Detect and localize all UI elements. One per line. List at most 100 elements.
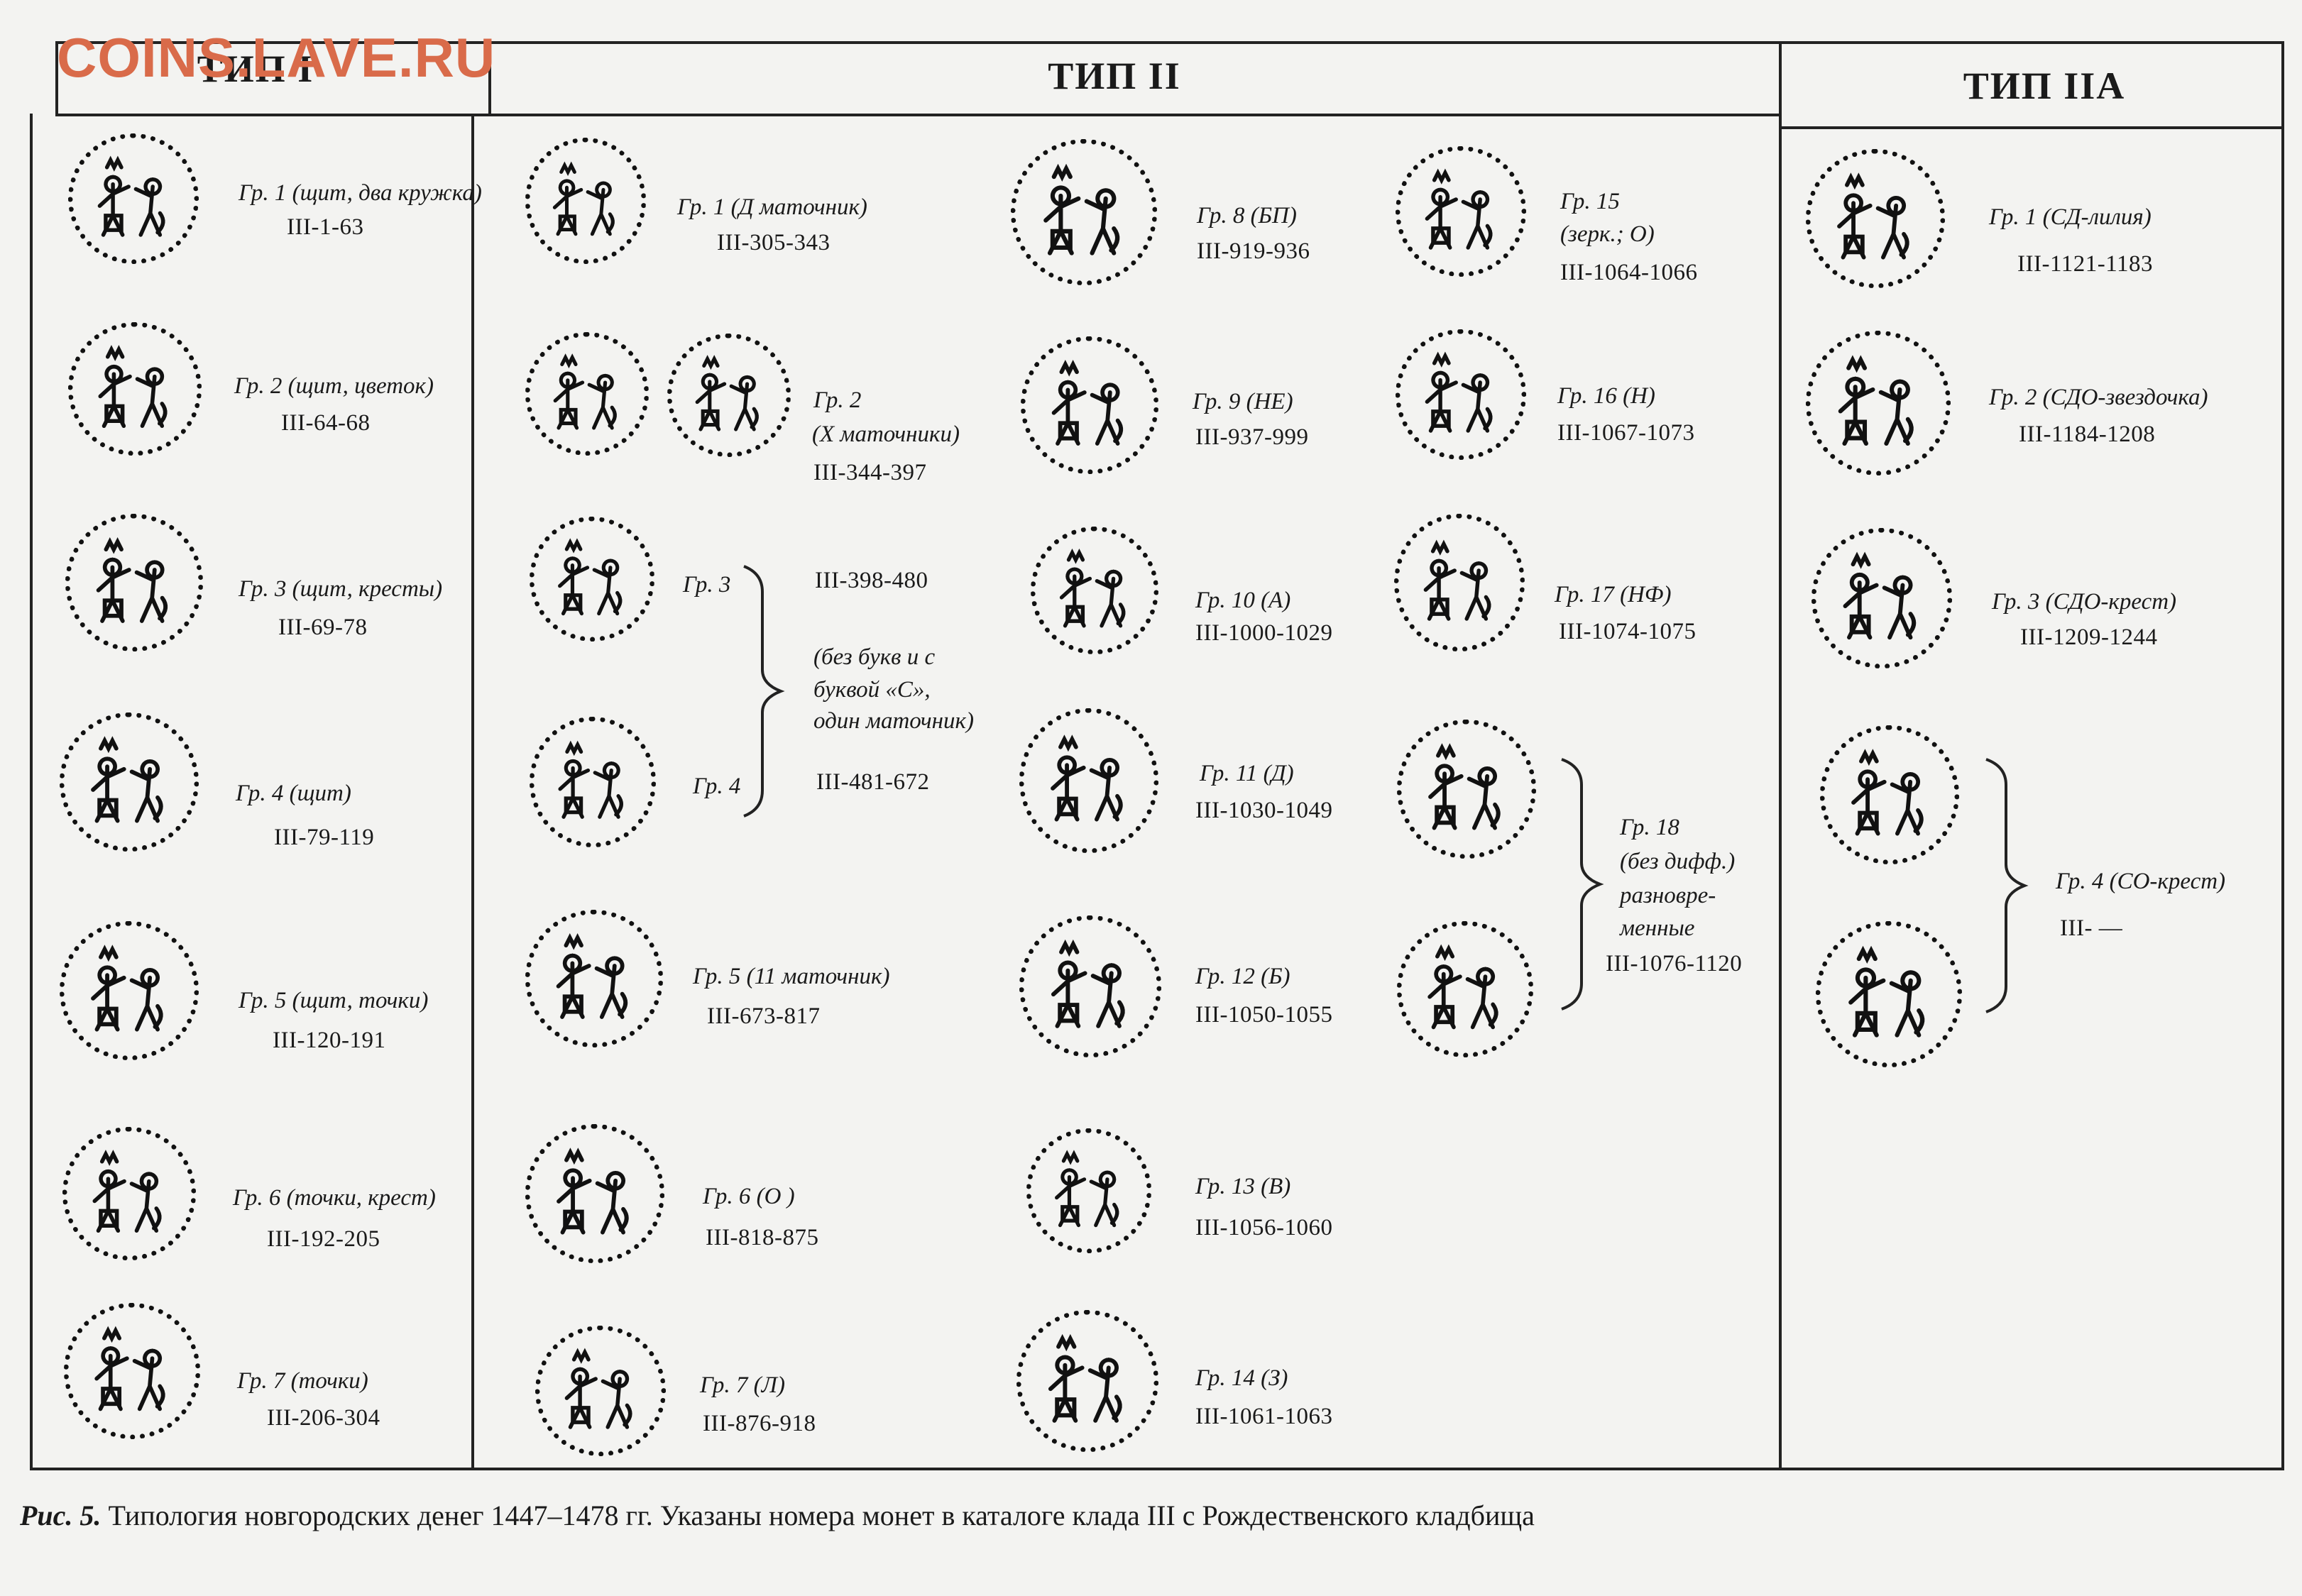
column-divider-2	[1779, 41, 1782, 1470]
coin-figures-icon	[1837, 172, 1909, 260]
coin-figures-icon	[552, 161, 615, 236]
coin-image	[1396, 329, 1526, 460]
figure-caption-text: Типология новгородских денег 1447–1478 г…	[101, 1499, 1535, 1531]
group-label: Гр. 17 (НФ)	[1555, 582, 1672, 607]
group-label: Гр. 2	[813, 387, 862, 413]
coin-figures-icon	[1423, 539, 1491, 621]
group-brace	[1561, 758, 1604, 1011]
table-right-border	[2281, 41, 2284, 1470]
catalog-range: III-344-397	[813, 460, 927, 485]
group-note: один маточник)	[813, 708, 974, 734]
column-divider-1	[488, 41, 491, 116]
catalog-range: III-1061-1063	[1195, 1404, 1333, 1429]
coin-figures-icon	[558, 740, 623, 819]
coin-image	[1019, 708, 1158, 853]
group-label: Гр. 3 (СДО-крест)	[1992, 589, 2177, 615]
coin-image	[1806, 331, 1951, 475]
group-label: (Х маточники)	[812, 422, 960, 447]
coin-image	[1397, 720, 1536, 859]
coin-figures-icon	[1051, 359, 1124, 446]
group-label: Гр. 5 (11 маточник)	[693, 964, 890, 989]
coin-image	[525, 1124, 664, 1263]
column-divider-1	[471, 114, 474, 1470]
coin-image	[1394, 514, 1525, 651]
coin-figures-icon	[695, 355, 759, 431]
header-type-2a: ТИП IIА	[1963, 65, 2126, 107]
table-bottom-border	[30, 1468, 2284, 1470]
group-label: Гр. 8 (БП)	[1197, 203, 1297, 229]
group-note: (без букв и с	[813, 644, 936, 670]
group-label: Гр. 7 (Л)	[700, 1372, 785, 1398]
figure-label: Рис. 5.	[20, 1499, 102, 1531]
catalog-range: III-192-205	[267, 1226, 380, 1252]
group-brace	[1985, 758, 2029, 1013]
coin-image	[1019, 915, 1161, 1057]
catalog-range: III- —	[2060, 915, 2123, 941]
coin-image	[525, 910, 663, 1047]
catalog-range: III-1184-1208	[2019, 422, 2156, 447]
coin-figures-icon	[1425, 351, 1493, 433]
catalog-range: III-120-191	[273, 1028, 386, 1053]
coin-image	[667, 334, 791, 457]
group-label: Гр. 13 (В)	[1195, 1174, 1291, 1199]
coin-image	[65, 514, 203, 651]
coin-image	[1016, 1310, 1158, 1452]
group-label: Гр. 4 (СО-крест)	[2056, 869, 2226, 894]
header-divider	[488, 114, 1779, 116]
group-label: Гр. 6 (точки, крест)	[233, 1185, 436, 1211]
coin-image	[1031, 527, 1158, 654]
header-type-1: ТИП I	[197, 48, 314, 90]
coin-image	[1812, 528, 1952, 668]
coin-image	[1397, 921, 1533, 1057]
coin-figures-icon	[1843, 551, 1917, 640]
coin-figures-icon	[1838, 355, 1914, 446]
catalog-range: III-1074-1075	[1559, 619, 1697, 644]
coin-figures-icon	[1051, 939, 1125, 1028]
catalog-range: III-1067-1073	[1557, 420, 1695, 446]
coin-figures-icon	[1051, 734, 1123, 822]
coin-image	[535, 1326, 666, 1456]
group-label: Гр. 1 (Д маточник)	[677, 194, 867, 220]
catalog-range: III-481-672	[816, 769, 930, 795]
coin-figures-icon	[564, 1348, 632, 1429]
group-label: (зерк.; О)	[1560, 221, 1655, 247]
coin-image	[68, 322, 202, 456]
group-label: Гр. 15	[1560, 189, 1620, 214]
group-label: Гр. 6 (О )	[703, 1184, 795, 1209]
group-label: Гр. 2 (щит, цветок)	[234, 373, 434, 399]
coin-figures-icon	[558, 538, 623, 616]
coin-image	[1806, 149, 1945, 288]
group-label: Гр. 9 (НЕ)	[1193, 389, 1293, 414]
coin-image	[525, 138, 646, 264]
coin-figures-icon	[97, 155, 165, 237]
coin-image	[68, 133, 199, 264]
coin-image	[530, 517, 654, 642]
group-label: Гр. 11 (Д)	[1200, 761, 1294, 786]
catalog-range: III-1076-1120	[1606, 951, 1743, 976]
group-label: Гр. 2 (СДО-звездочка)	[1989, 385, 2208, 410]
catalog-range: III-398-480	[815, 568, 928, 593]
coin-figures-icon	[1055, 1150, 1119, 1228]
header-type-2: ТИП II	[1048, 55, 1181, 97]
group-brace	[743, 565, 785, 818]
coin-image	[1011, 139, 1157, 285]
table-left-border	[30, 114, 33, 1470]
group-label: Гр. 18	[1620, 815, 1679, 840]
group-label: Гр. 1 (щит, два кружка)	[239, 180, 482, 206]
group-label: Гр. 3	[683, 572, 731, 598]
figure-caption: Рис. 5. Типология новгородских денег 144…	[20, 1499, 1535, 1532]
coin-figures-icon	[1427, 944, 1498, 1030]
group-label: Гр. 4 (щит)	[236, 781, 351, 806]
coin-image	[60, 921, 199, 1060]
group-label: Гр. 12 (Б)	[1195, 964, 1290, 989]
coin-figures-icon	[1043, 163, 1120, 255]
coin-figures-icon	[1425, 168, 1493, 250]
catalog-range: III-1121-1183	[2017, 251, 2153, 277]
group-label: Гр. 4	[693, 774, 741, 799]
coin-image	[1820, 725, 1959, 864]
catalog-range: III-1209-1244	[2020, 624, 2158, 650]
group-label: Гр. 1 (СД-лилия)	[1989, 204, 2152, 230]
header-divider	[55, 114, 488, 116]
catalog-range: III-673-817	[707, 1003, 821, 1029]
